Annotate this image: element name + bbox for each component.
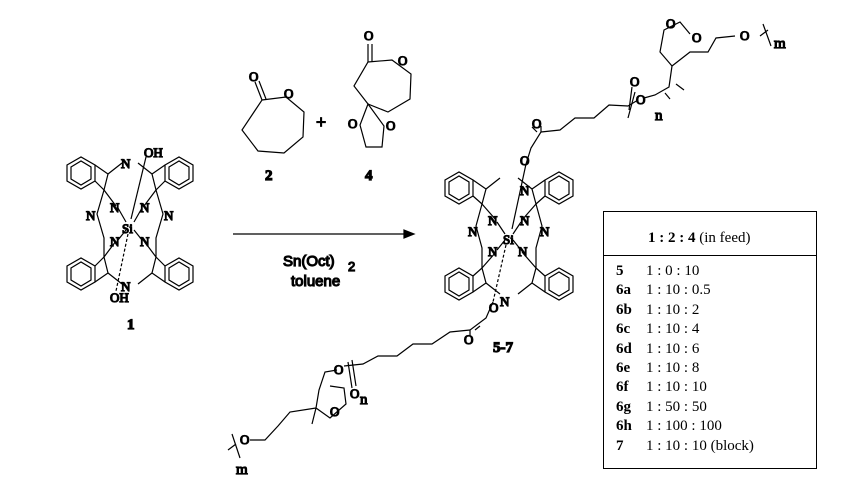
table-row: 5 1 : 0 : 10 [616, 262, 812, 281]
atom-o-ketal-bottom-b: O [330, 404, 339, 419]
row-ratio: 1 : 10 : 10 [646, 379, 707, 396]
table-header-note: (in feed) [695, 230, 751, 246]
row-ratio: 1 : 10 : 4 [646, 321, 700, 338]
table-row: 6c 1 : 10 : 4 [616, 320, 812, 339]
atom-o-ring-2: O [284, 86, 293, 101]
row-ratio: 1 : 50 : 50 [646, 398, 707, 415]
compound-2-structure [241, 80, 305, 154]
atom-o-ketal-top-b: O [692, 30, 701, 45]
atom-o-ester-bottom: O [334, 362, 343, 377]
table-header-ratio: 1 : 2 : 4 [648, 230, 696, 246]
subscript-n-bottom: n [360, 392, 368, 408]
table-header: 1 : 2 : 4 (in feed) [604, 230, 816, 247]
atom-n-top-p: N [520, 183, 530, 198]
table-divider [604, 255, 816, 256]
atom-o-axial-bottom: O [489, 300, 498, 315]
atom-o-carbonyl-top-2: O [630, 74, 639, 89]
table-row: 6f 1 : 10 : 10 [616, 378, 812, 397]
compound-4-structure [353, 44, 412, 148]
atom-n-inner-tl-p: N [488, 213, 498, 228]
atom-n-right-p: N [540, 224, 550, 239]
row-id: 5 [616, 263, 624, 279]
row-ratio: 1 : 10 : 2 [646, 301, 700, 318]
atom-n-inner-bl: N [110, 234, 120, 249]
atom-n-inner-bl-p: N [488, 244, 498, 259]
atom-o-carbonyl-2: O [249, 69, 258, 84]
table-row: 6e 1 : 10 : 8 [616, 359, 812, 378]
atom-o-carbonyl-bottom-2: O [350, 386, 359, 401]
plus-sign: + [316, 112, 326, 132]
atom-n-left-p: N [468, 224, 478, 239]
row-id: 6h [616, 418, 632, 435]
atom-n-inner-tr: N [140, 200, 150, 215]
atom-si-product: Si [503, 232, 514, 247]
atom-n-inner-br: N [140, 234, 150, 249]
row-ratio: 1 : 0 : 10 [646, 263, 700, 279]
row-ratio: 1 : 10 : 10 (block) [646, 437, 754, 454]
atom-n-bottom: N [121, 279, 131, 294]
atom-o-axial-top: O [520, 153, 529, 168]
row-id: 6b [616, 301, 632, 318]
atom-n-inner-tr-p: N [520, 213, 530, 228]
atom-n-inner-br-p: N [518, 244, 528, 259]
atom-n-top: N [121, 156, 131, 171]
row-id: 6d [616, 340, 632, 357]
atom-n-inner-tl: N [110, 200, 120, 215]
table-row: 6a 1 : 10 : 0.5 [616, 281, 812, 300]
row-id: 6c [616, 321, 631, 338]
row-id: 6g [616, 398, 631, 415]
atom-n-left: N [86, 208, 96, 223]
atom-oh-bottom: OH [110, 290, 129, 305]
atom-o-ketal-a-4: O [348, 116, 357, 131]
row-id: 7 [616, 437, 624, 454]
reagent-catalyst-subscript: 2 [348, 259, 355, 274]
atom-si-1: Si [122, 221, 133, 236]
atom-o-carbonyl-4: O [364, 28, 373, 43]
compound-label-product: 5-7 [493, 340, 513, 356]
table-row: 6d 1 : 10 : 6 [616, 340, 812, 359]
row-ratio: 1 : 100 : 100 [646, 418, 722, 435]
atom-o-ether-top: O [740, 28, 749, 43]
subscript-m-bottom: m [236, 462, 248, 478]
atom-o-ring-4: O [398, 53, 407, 68]
atom-o-ester-top: O [636, 92, 645, 107]
subscript-m-top: m [774, 36, 786, 52]
atom-o-ketal-b-4: O [386, 118, 395, 133]
compound-label-4: 4 [365, 168, 373, 184]
table-row: 7 1 : 10 : 10 (block) [616, 437, 812, 456]
compound-label-1: 1 [127, 317, 135, 333]
atom-o-carbonyl-bottom: O [464, 332, 473, 347]
atom-n-bottom-p: N [500, 294, 510, 309]
row-ratio: 1 : 10 : 8 [646, 359, 700, 376]
reagent-solvent: toluene [291, 273, 340, 290]
compound-1-structure [66, 156, 194, 292]
table-row: 6b 1 : 10 : 2 [616, 301, 812, 320]
atom-n-right: N [164, 208, 174, 223]
product-structure [227, 21, 772, 459]
table-row: 6h 1 : 100 : 100 [616, 417, 812, 436]
reaction-arrow [233, 229, 416, 239]
row-id: 6f [616, 379, 629, 396]
atom-o-ketal-top-a: O [666, 16, 675, 31]
row-id: 6e [616, 359, 631, 376]
atom-o-ether-bottom: O [240, 432, 249, 447]
row-id: 6a [616, 282, 631, 299]
atom-o-carbonyl-top: O [532, 116, 541, 131]
subscript-n-top: n [655, 108, 663, 124]
compound-label-2: 2 [265, 168, 273, 184]
table-row: 6g 1 : 50 : 50 [616, 398, 812, 417]
feed-ratio-table: 1 : 2 : 4 (in feed) 5 1 : 0 : 10 6a 1 : 10… [603, 211, 817, 469]
row-ratio: 1 : 10 : 0.5 [646, 282, 711, 299]
atom-oh-top: OH [144, 145, 163, 160]
row-ratio: 1 : 10 : 6 [646, 340, 700, 357]
reagent-catalyst: Sn(Oct) [283, 253, 335, 270]
